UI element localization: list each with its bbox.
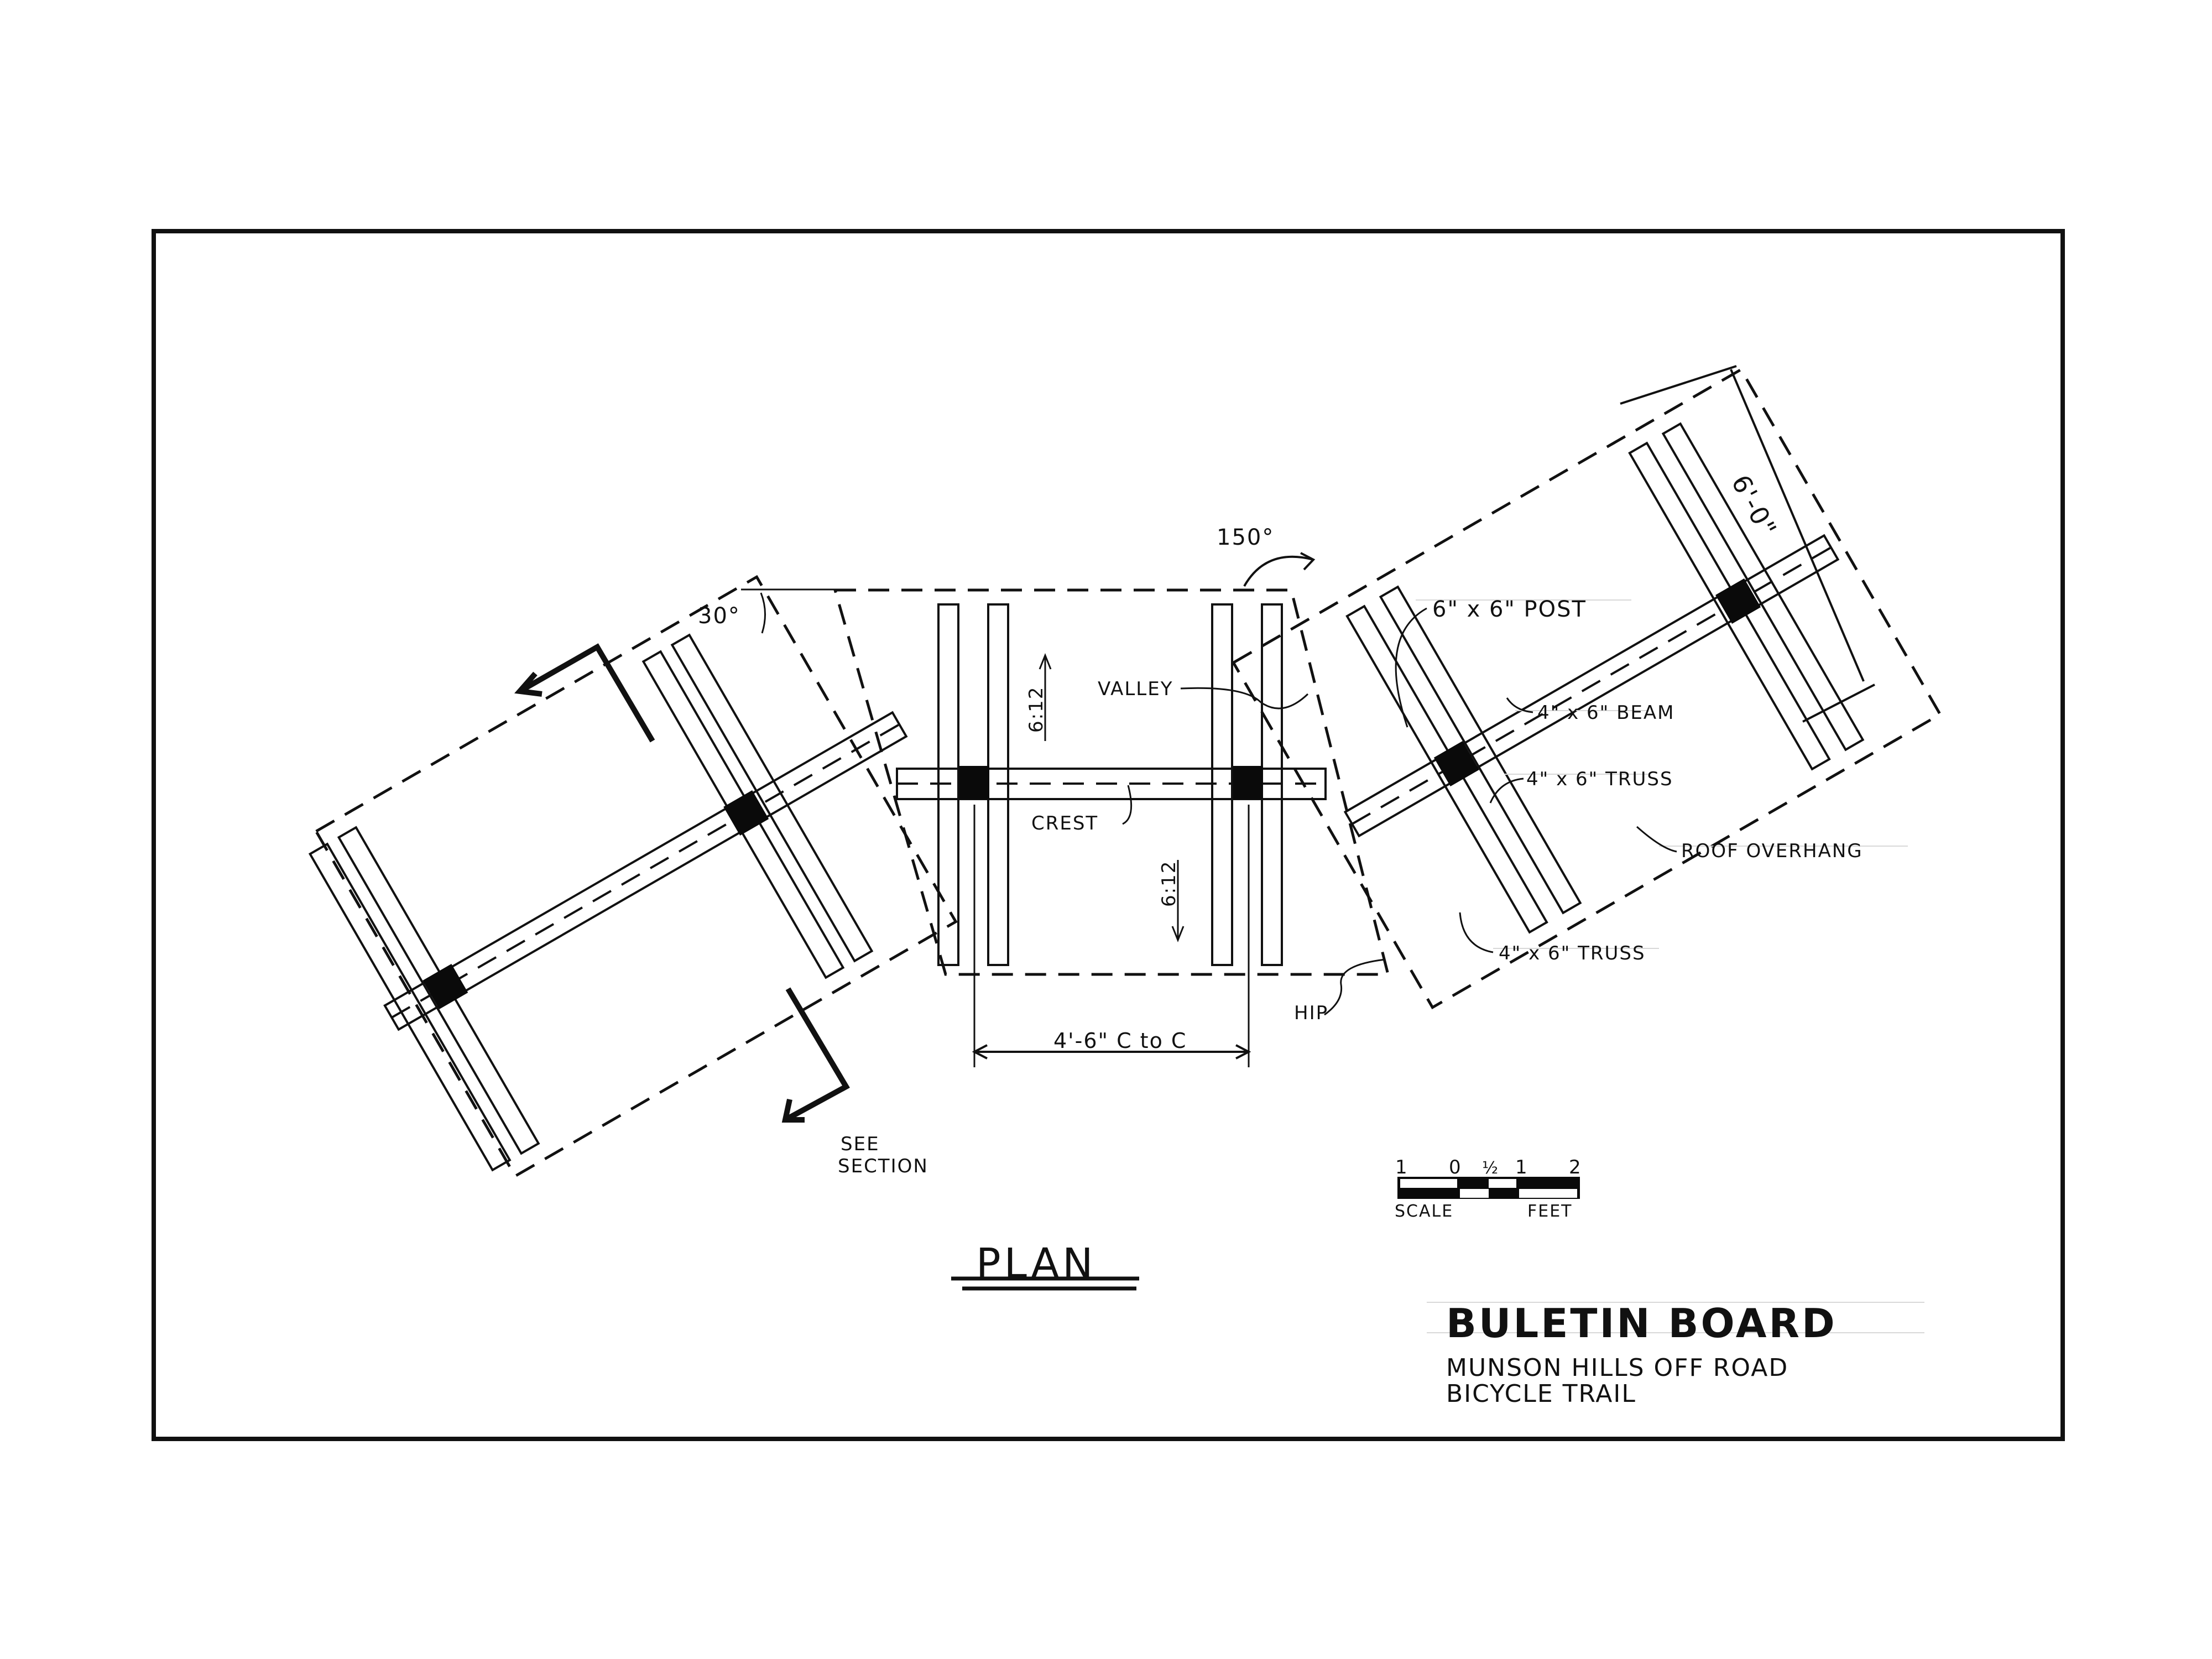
leader-truss-upper bbox=[1489, 778, 1524, 804]
svg-text:SCALE: SCALE bbox=[1395, 1202, 1453, 1221]
leader-valley bbox=[1180, 687, 1309, 709]
slope-label-up: 6:12 bbox=[1025, 686, 1047, 733]
leader-truss-lower bbox=[1459, 912, 1494, 953]
title-block-subtitle-1: MUNSON HILLS OFF ROAD bbox=[1446, 1354, 1788, 1382]
arrowhead-icon bbox=[1235, 1044, 1251, 1060]
callout-crest: CREST bbox=[1031, 812, 1098, 834]
arrowhead-icon bbox=[1039, 653, 1052, 670]
sheet-border bbox=[152, 229, 2065, 1441]
svg-text:2: 2 bbox=[1569, 1156, 1582, 1178]
section-cut-marker-bottom bbox=[781, 987, 850, 1123]
roof-overhang-center bbox=[833, 588, 1390, 976]
left-module bbox=[308, 575, 958, 1178]
center-module bbox=[833, 588, 1390, 1067]
width-dimension: 6'-0" bbox=[1620, 365, 1875, 723]
arrow-left-icon bbox=[514, 671, 542, 697]
angle-30-mark: 30° bbox=[698, 588, 835, 634]
callout-post: 6" x 6" POST bbox=[1432, 597, 1587, 622]
leader-crest bbox=[1122, 785, 1133, 825]
slope-label-down: 6:12 bbox=[1158, 860, 1180, 907]
beam-left bbox=[383, 711, 908, 1031]
callout-truss-upper: 4" x 6" TRUSS bbox=[1526, 768, 1673, 790]
angle-150-mark: 150° bbox=[1217, 525, 1316, 587]
arrowhead-icon bbox=[972, 1044, 988, 1060]
callout-truss-lower: 4" x 6" TRUSS bbox=[1499, 942, 1646, 964]
svg-text:0: 0 bbox=[1449, 1156, 1462, 1178]
post-6x6 bbox=[1433, 741, 1479, 786]
leader-roof-overhang bbox=[1636, 826, 1677, 853]
callout-beam: 4" x 6" BEAM bbox=[1537, 702, 1675, 724]
post-6x6 bbox=[1233, 766, 1263, 799]
lettering-guides bbox=[1416, 599, 1924, 1333]
callout-roof-overhang: ROOF OVERHANG bbox=[1681, 840, 1863, 862]
callout-valley: VALLEY bbox=[1098, 678, 1173, 700]
arrowhead-icon bbox=[1171, 926, 1185, 943]
svg-text:1: 1 bbox=[1395, 1156, 1408, 1178]
title-block-title: BULETIN BOARD bbox=[1446, 1300, 1837, 1347]
callout-hip: HIP bbox=[1294, 1002, 1328, 1024]
scale-bar: 1 0 ½ 1 2 SCALE FEET bbox=[1395, 1156, 1582, 1221]
see-section-label-1: SEE bbox=[841, 1133, 880, 1155]
angle-150-label: 150° bbox=[1217, 525, 1274, 550]
leader-post bbox=[1395, 607, 1427, 728]
roof-overhang-right bbox=[1231, 367, 1942, 1010]
post-6x6 bbox=[723, 790, 769, 836]
svg-text:½: ½ bbox=[1482, 1159, 1499, 1178]
post-6x6 bbox=[1715, 578, 1761, 624]
angle-30-label: 30° bbox=[698, 603, 740, 629]
svg-text:1: 1 bbox=[1515, 1156, 1528, 1178]
see-section-label-2: SECTION bbox=[838, 1155, 928, 1177]
beam-centerline bbox=[1352, 546, 1832, 825]
arrow-down-left-icon bbox=[781, 1098, 805, 1123]
post-6x6 bbox=[959, 766, 989, 799]
svg-text:FEET: FEET bbox=[1527, 1202, 1573, 1221]
section-cut-marker-top bbox=[514, 643, 655, 743]
right-module bbox=[1231, 367, 1942, 1010]
title-block-subtitle-2: BICYCLE TRAIL bbox=[1446, 1380, 1636, 1408]
leader-hip bbox=[1324, 958, 1386, 1016]
post-6x6 bbox=[422, 964, 468, 1009]
spacing-dimension-text: 4'-6" C to C bbox=[1053, 1029, 1187, 1053]
width-dimension-text: 6'-0" bbox=[1725, 470, 1783, 542]
leader-beam bbox=[1506, 697, 1533, 713]
roof-overhang-left bbox=[314, 575, 958, 1178]
